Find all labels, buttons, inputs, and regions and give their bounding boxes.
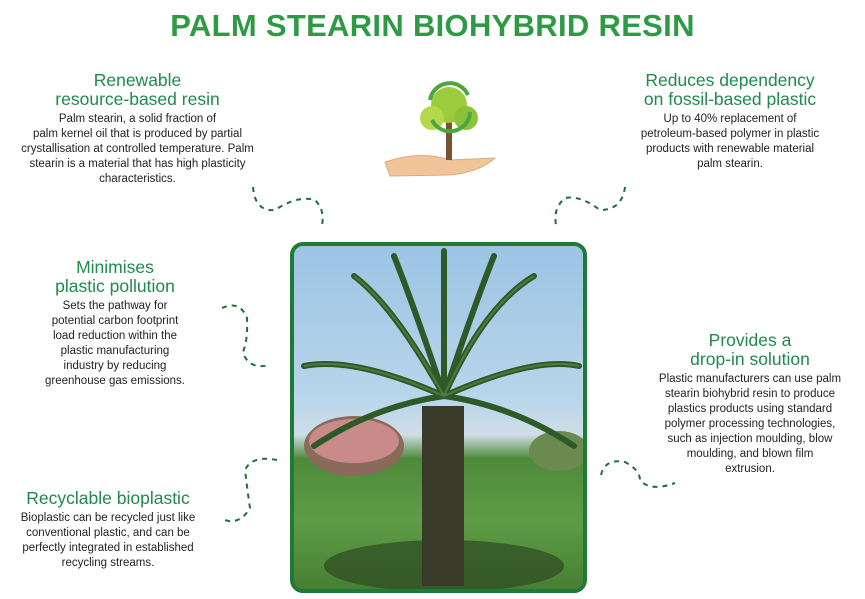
renewable-block: Renewable resource-based resin Palm stea… (10, 71, 265, 187)
renewable-heading: Renewable resource-based resin (55, 70, 220, 109)
recyclable-heading: Recyclable bioplastic (26, 488, 190, 508)
minimises-heading: Minimises plastic pollution (55, 257, 175, 296)
recyclable-block: Recyclable bioplastic Bioplastic can be … (8, 489, 208, 571)
reduces-body: Up to 40% replacement of petroleum-based… (640, 113, 820, 170)
dropin-heading: Provides a drop-in solution (690, 330, 810, 369)
recyclable-body: Bioplastic can be recycled just like con… (20, 512, 196, 569)
dropin-body: Plastic manufacturers can use palm stear… (658, 373, 842, 475)
renewable-body: Palm stearin, a solid fraction of palm k… (21, 113, 254, 185)
palm-tree-photo (290, 242, 587, 593)
dropin-block: Provides a drop-in solution Plastic manu… (635, 331, 865, 477)
reduces-heading: Reduces dependency on fossil-based plast… (643, 70, 817, 109)
reduces-block: Reduces dependency on fossil-based plast… (600, 71, 860, 172)
minimises-body: Sets the pathway for potential carbon fo… (45, 300, 185, 387)
palm-tree-icon (301, 248, 583, 589)
page-title: PALM STEARIN BIOHYBRID RESIN (170, 8, 695, 43)
minimises-block: Minimises plastic pollution Sets the pat… (10, 258, 220, 389)
